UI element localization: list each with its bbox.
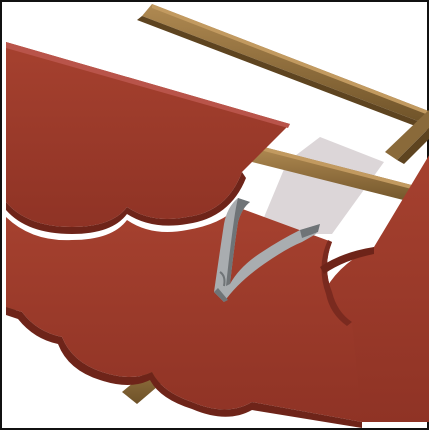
tile-row-lower xyxy=(6,207,374,428)
tile-row-upper xyxy=(6,42,290,234)
